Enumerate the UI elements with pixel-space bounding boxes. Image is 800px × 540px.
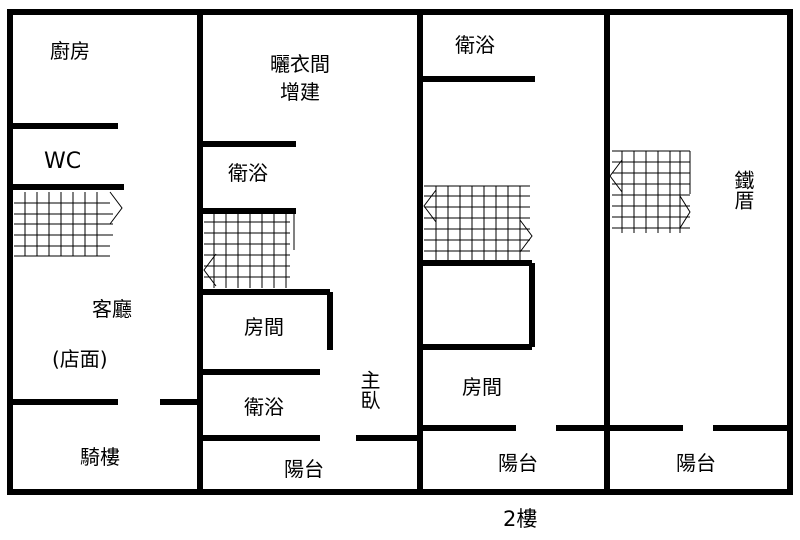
room-label-bath-3: 衛浴 <box>455 33 495 57</box>
room-label-room-1: 房間 <box>244 315 284 339</box>
room-label-bath-2: 衛浴 <box>244 395 284 419</box>
unit-1-walls <box>10 123 200 405</box>
room-label-shop: (店面) <box>52 347 108 371</box>
outer-wall <box>7 9 793 495</box>
room-label-living: 客廳 <box>92 297 132 321</box>
staircase-unit-1 <box>14 191 123 257</box>
unit-2-walls <box>200 141 420 441</box>
staircase-unit-2 <box>203 214 295 288</box>
room-label-balcony-1: 陽台 <box>284 457 324 481</box>
room-label-balcony-2: 陽台 <box>498 451 538 475</box>
staircase-unit-4 <box>609 150 691 233</box>
room-label-iron: 鐵厝 <box>731 170 755 210</box>
room-label-laundry: 曬衣間 增建 <box>270 52 330 104</box>
room-label-kitchen: 廚房 <box>50 39 90 63</box>
room-label-room-2: 房間 <box>462 375 502 399</box>
room-label-bath-1: 衛浴 <box>228 161 268 185</box>
room-label-balcony-3: 陽台 <box>676 451 716 475</box>
room-label-wc: WC <box>44 149 82 174</box>
room-label-master: 主臥 <box>357 370 381 410</box>
unit-3-walls <box>420 76 607 431</box>
floor-label: 2樓 <box>503 507 538 531</box>
staircase-unit-3 <box>423 185 533 260</box>
room-label-arcade: 騎樓 <box>80 445 120 469</box>
